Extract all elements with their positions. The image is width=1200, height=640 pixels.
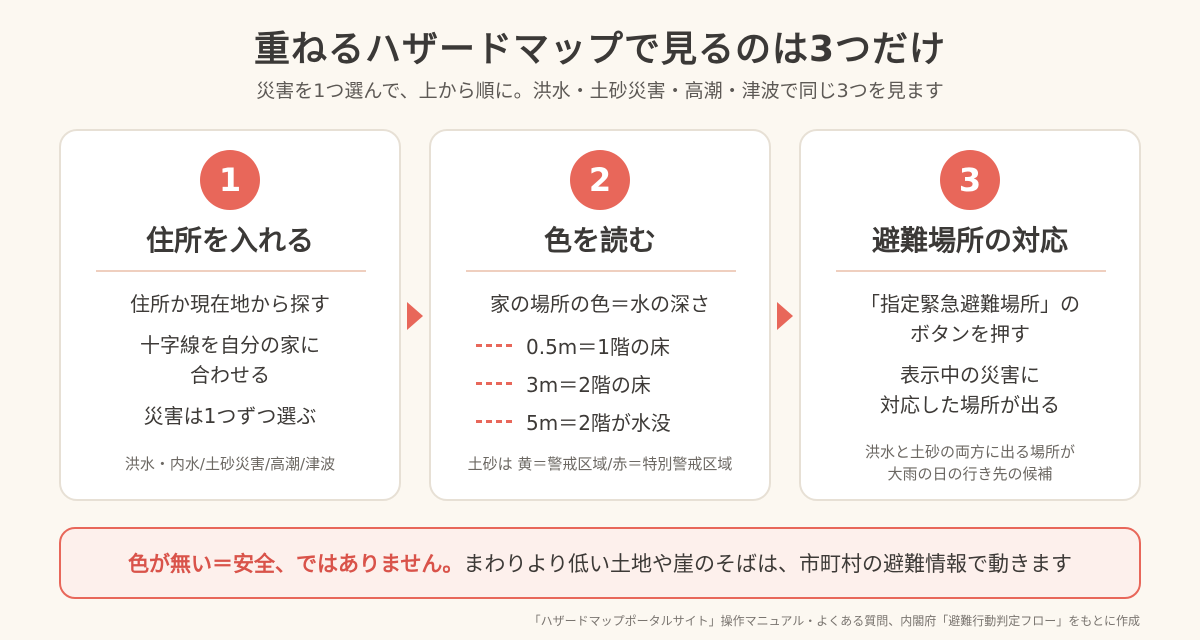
step-text: 災害は1つずつ選ぶ — [143, 404, 317, 428]
divider — [836, 270, 1106, 272]
divider — [466, 270, 736, 272]
step-text: 住所か現在地から探す — [130, 292, 330, 316]
step-text: 対応した場所が出る — [880, 393, 1060, 417]
warning-text: まわりより低い土地や崖のそばは、市町村の避難情報で動きます — [463, 552, 1072, 576]
arrow-right-icon — [777, 302, 793, 330]
step-note: 土砂は 黄＝警戒区域/赤＝特別警戒区域 — [467, 455, 733, 473]
step-text: 「指定緊急避難場所」の — [860, 292, 1080, 316]
step-text: 十字線を自分の家に — [140, 333, 320, 357]
divider — [96, 270, 366, 272]
step-text: 家の場所の色＝水の深さ — [490, 292, 710, 316]
depth-legend-item: 5m＝2階が水没 — [476, 406, 671, 436]
step-card-2: 2 色を読む 家の場所の色＝水の深さ 0.5m＝1階の床 3m＝2階の床 5m＝… — [429, 129, 771, 501]
legend-label: 5m＝2階が水没 — [526, 410, 671, 435]
depth-legend-item: 0.5m＝1階の床 — [476, 330, 670, 360]
arrow-right-icon — [407, 302, 423, 330]
step-title: 避難場所の対応 — [871, 224, 1068, 257]
legend-label: 3m＝2階の床 — [526, 372, 651, 397]
warning-lead: 色が無い＝安全、ではありません。 — [128, 552, 464, 576]
step-number-badge: 1 — [200, 150, 260, 210]
step-card-3: 3 避難場所の対応 「指定緊急避難場所」の ボタンを押す 表示中の災害に 対応し… — [799, 129, 1141, 501]
depth-legend-item: 3m＝2階の床 — [476, 368, 651, 398]
step-text: ボタンを押す — [910, 322, 1030, 346]
source-note: 「ハザードマップポータルサイト」操作マニュアル・よくある質問、内閣府「避難行動判… — [528, 614, 1140, 628]
step-text: 合わせる — [190, 363, 270, 387]
dashed-line-icon — [476, 419, 512, 423]
step-text: 表示中の災害に — [900, 363, 1040, 387]
dashed-line-icon — [476, 343, 512, 347]
page-subtitle: 災害を1つ選んで、上から順に。洪水・土砂災害・高潮・津波で同じ3つを見ます — [256, 80, 944, 102]
step-note: 洪水・内水/土砂災害/高潮/津波 — [124, 455, 336, 473]
step-note: 洪水と土砂の両方に出る場所が — [864, 443, 1075, 461]
legend-label: 0.5m＝1階の床 — [526, 334, 671, 359]
step-number-badge: 2 — [570, 150, 630, 210]
dashed-line-icon — [476, 381, 512, 385]
step-note: 大雨の日の行き先の候補 — [887, 465, 1053, 483]
page-title: 重ねるハザードマップで見るのは3つだけ — [253, 29, 947, 70]
step-number-badge: 3 — [940, 150, 1000, 210]
step-title: 色を読む — [543, 224, 656, 257]
step-title: 住所を入れる — [145, 224, 314, 257]
warning-banner: 色が無い＝安全、ではありません。 まわりより低い土地や崖のそばは、市町村の避難情… — [59, 527, 1141, 599]
step-card-1: 1 住所を入れる 住所か現在地から探す 十字線を自分の家に 合わせる 災害は1つ… — [59, 129, 401, 501]
